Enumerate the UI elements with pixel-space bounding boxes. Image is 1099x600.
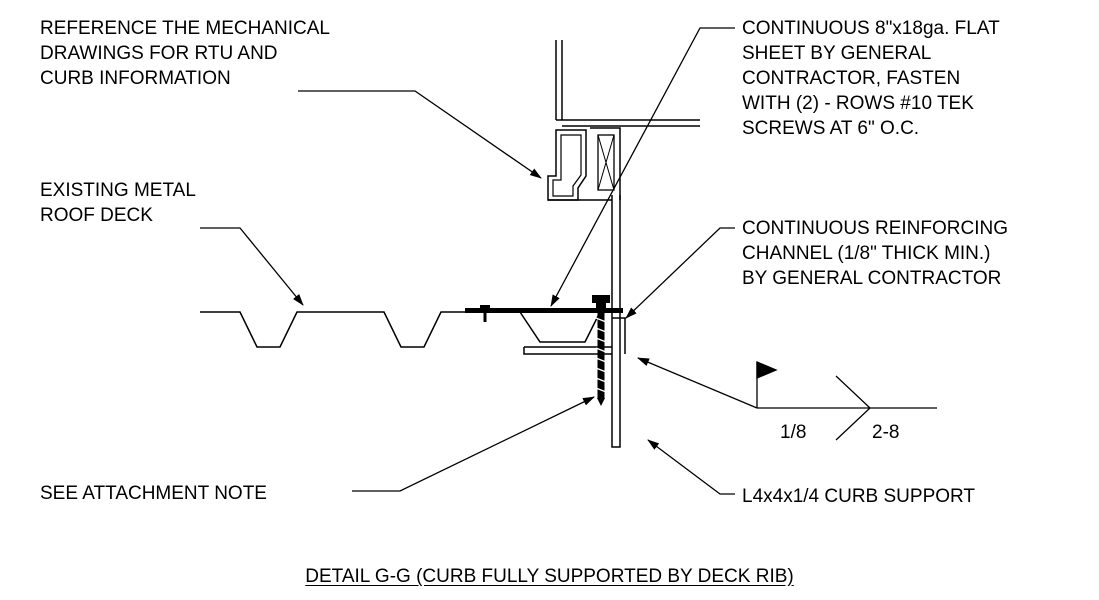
note-flat-sheet: CONTINUOUS 8"x18ga. FLAT SHEET BY GENERA… <box>742 18 1000 139</box>
weld-symbol <box>756 361 937 441</box>
weld-size-label: 1/8 <box>780 422 807 443</box>
note-attachment: SEE ATTACHMENT NOTE <box>40 483 267 504</box>
flat-sheet <box>465 308 623 313</box>
deck-rib <box>519 311 601 343</box>
note-existing-deck: EXISTING METAL ROOF DECK <box>40 180 196 226</box>
reinforcing-channel <box>523 346 612 355</box>
weld-length-pitch-label: 2-8 <box>872 422 900 443</box>
note-reference: REFERENCE THE MECHANICAL DRAWINGS FOR RT… <box>40 18 330 89</box>
detail-caption: DETAIL G-G (CURB FULLY SUPPORTED BY DECK… <box>0 566 1099 588</box>
detail-caption-text: DETAIL G-G (CURB FULLY SUPPORTED BY DECK… <box>305 566 794 587</box>
tek-screw-small <box>480 305 490 322</box>
leader-lines <box>200 27 758 495</box>
angle-curb-support <box>611 317 626 448</box>
curb-wall <box>555 40 700 318</box>
note-reinforcing-channel: CONTINUOUS REINFORCING CHANNEL (1/8" THI… <box>742 218 1008 289</box>
curb-profile <box>547 127 621 201</box>
roof-deck-profile <box>200 311 470 348</box>
note-curb-support: L4x4x1/4 CURB SUPPORT <box>742 486 976 507</box>
tek-screw-long <box>592 295 610 406</box>
